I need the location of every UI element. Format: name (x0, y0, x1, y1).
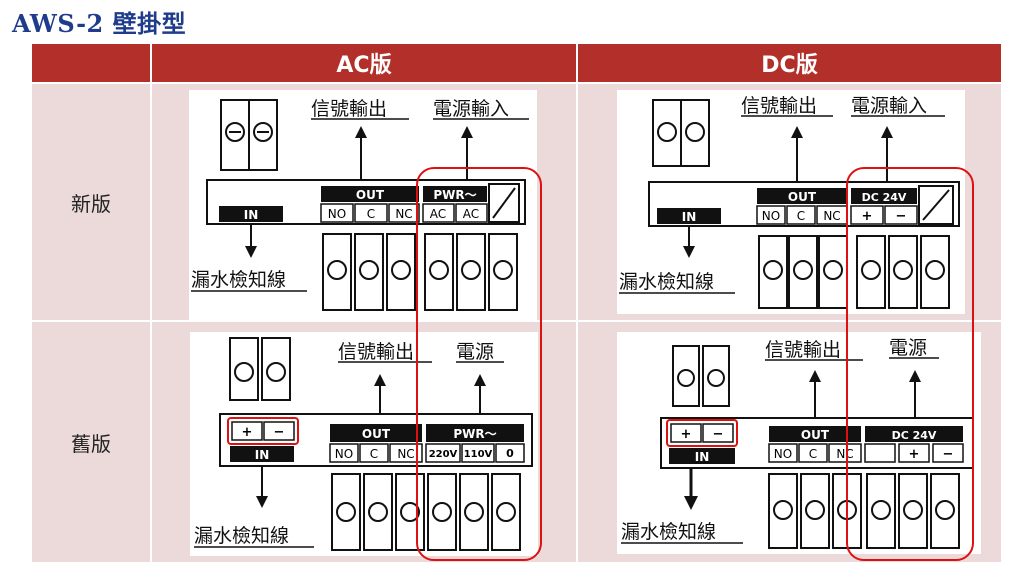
label-out: OUT (788, 190, 817, 204)
highlight-ac-power (416, 167, 542, 561)
label-pwr: PWR〜 (433, 188, 476, 202)
diagram-ac-new: 信號輸出 電源輸入 IN OUT PWR〜 NO C NC AC AC 漏水檢知… (189, 90, 537, 320)
label-power: 電源 (456, 341, 494, 363)
label-no: NO (328, 207, 346, 221)
bottom-terminal-block (758, 235, 950, 309)
header-ac-version: AC版 (152, 44, 576, 82)
highlight-dc-power (846, 167, 974, 561)
label-minus: − (896, 209, 907, 224)
label-ac-1: AC (430, 207, 446, 221)
label-out: OUT (362, 427, 391, 441)
label-minus: − (274, 425, 285, 440)
diagram-ac-old: 信號輸出 電源 + − IN OUT PWR〜 NO C NC 220V 110… (190, 332, 538, 556)
label-minus-dc: − (943, 447, 954, 462)
bottom-terminal-block (331, 473, 521, 551)
label-nc: NC (395, 207, 412, 221)
label-leak-wire: 漏水檢知線 (621, 521, 716, 543)
header-blank-cell (32, 44, 150, 82)
label-power: 電源 (889, 337, 927, 359)
label-220v: 220V (429, 449, 458, 460)
label-c: C (367, 207, 375, 221)
label-in: IN (244, 208, 259, 222)
page-title: AWS-2 壁掛型 (12, 9, 187, 38)
label-plus: + (862, 209, 873, 224)
label-c: C (370, 447, 378, 461)
label-signal-out: 信號輸出 (311, 98, 387, 120)
label-out: OUT (356, 188, 385, 202)
header-dc-version: DC版 (578, 44, 1001, 82)
label-nc: NC (836, 447, 853, 461)
row-label-new: 新版 (32, 84, 150, 320)
label-pwr: PWR〜 (453, 427, 496, 441)
label-leak-wire: 漏水檢知線 (619, 271, 714, 293)
label-plus: + (242, 425, 253, 440)
label-nc: NC (397, 447, 414, 461)
label-in: IN (695, 450, 710, 464)
label-in: IN (255, 448, 270, 462)
label-c: C (797, 209, 805, 223)
label-no: NO (335, 447, 353, 461)
label-ac-2: AC (463, 207, 479, 221)
label-dc24v: DC 24V (862, 191, 907, 204)
diagram-dc-old: 信號輸出 電源 + − IN OUT DC 24V NO C NC + − 漏水… (617, 332, 981, 554)
row-label-old: 舊版 (32, 322, 150, 562)
diagram-dc-new: 信號輸出 電源輸入 IN OUT DC 24V NO C NC + − 漏水檢知… (617, 90, 965, 314)
label-no: NO (774, 447, 792, 461)
label-signal-out: 信號輸出 (741, 95, 817, 117)
label-out: OUT (801, 428, 830, 442)
label-leak-wire: 漏水檢知線 (191, 269, 286, 291)
label-zero: 0 (506, 447, 514, 460)
label-plus: + (681, 427, 692, 442)
bottom-terminal-block (322, 233, 518, 311)
label-nc: NC (823, 209, 840, 223)
label-c: C (809, 447, 817, 461)
label-no: NO (762, 209, 780, 223)
label-power-in: 電源輸入 (851, 95, 927, 117)
label-plus-dc: + (909, 447, 920, 462)
bottom-terminal-block (768, 473, 960, 549)
label-in: IN (682, 210, 697, 224)
label-power-in: 電源輸入 (433, 98, 509, 120)
label-signal-out: 信號輸出 (765, 339, 841, 361)
label-signal-out: 信號輸出 (338, 341, 414, 363)
label-dc24v: DC 24V (892, 429, 937, 442)
label-leak-wire: 漏水檢知線 (194, 525, 289, 547)
label-minus: − (713, 427, 724, 442)
label-110v: 110V (464, 449, 493, 460)
